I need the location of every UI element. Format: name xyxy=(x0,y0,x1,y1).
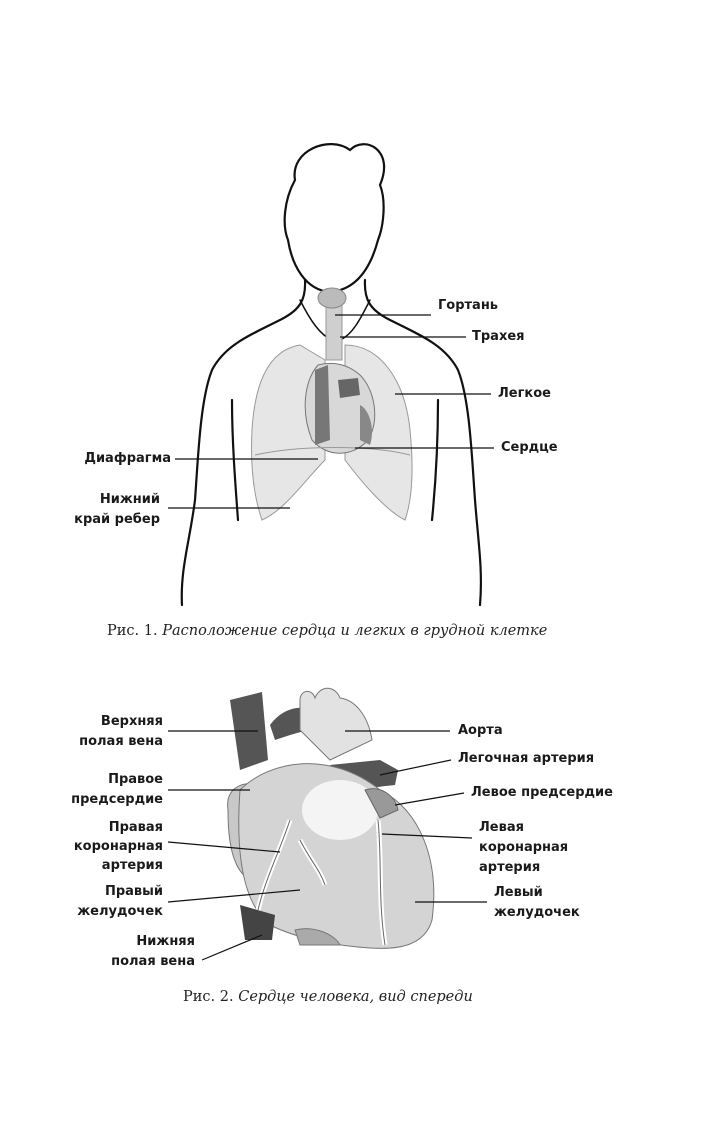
label-rv-line1: Правый xyxy=(104,884,163,899)
label-ivc: Нижняя полая вена xyxy=(111,932,195,972)
label-ivc-line1: Нижняя xyxy=(136,934,195,949)
label-lv-line1: Левый xyxy=(494,885,543,900)
label-right-coronary-artery: Правая коронарная артерия xyxy=(74,818,163,875)
caption-text: Сердце человека, вид спереди xyxy=(238,989,473,1005)
label-lca-line2: коронарная xyxy=(479,840,569,855)
label-ivc-line2: полая вена xyxy=(111,954,195,969)
label-ra-line2: предсердие xyxy=(71,792,163,807)
label-lca-line3: артерия xyxy=(479,860,541,875)
label-svc-line2: полая вена xyxy=(79,734,163,749)
label-left-ventricle: Левый желудочек xyxy=(494,883,580,923)
label-svc-line1: Верхняя xyxy=(100,714,163,729)
label-ribs-line2: край ребер xyxy=(74,512,160,527)
caption-text: Расположение сердца и легких в грудной к… xyxy=(162,623,548,639)
label-larynx: Гортань xyxy=(438,298,499,313)
label-left-atrium: Левое предсердие xyxy=(471,785,613,800)
torso-illustration xyxy=(180,143,483,607)
label-right-ventricle: Правый желудочек xyxy=(77,882,163,922)
label-pulmonary-artery: Легочная артерия xyxy=(458,751,595,766)
label-diaphragm: Диафрагма xyxy=(84,451,171,466)
label-rca-line2: коронарная xyxy=(73,839,163,854)
label-rv-line2: желудочек xyxy=(77,904,163,919)
caption-prefix: Рис. 1. xyxy=(107,623,158,639)
label-rca-line3: артерия xyxy=(101,858,163,873)
label-trachea: Трахея xyxy=(472,329,525,344)
label-lca-line1: Левая xyxy=(479,820,524,835)
label-lung: Легкое xyxy=(498,386,551,401)
label-svc: Верхняя полая вена xyxy=(79,712,163,752)
label-ra-line1: Правое xyxy=(108,772,163,787)
caption-prefix: Рис. 2. xyxy=(183,989,234,1005)
label-ribs: Нижний край ребер xyxy=(74,490,160,530)
figure1-leader-lines xyxy=(168,314,494,509)
lungs-illustration xyxy=(251,287,413,521)
label-right-atrium: Правое предсердие xyxy=(71,770,163,810)
label-lv-line2: желудочек xyxy=(494,905,580,920)
label-left-coronary-artery: Левая коронарная артерия xyxy=(479,818,568,878)
label-rca-line1: Правая xyxy=(108,820,163,835)
label-aorta: Аорта xyxy=(458,723,503,738)
figure2-leader-lines xyxy=(167,730,487,961)
figure2-caption: Рис. 2. Сердце человека, вид спереди xyxy=(183,989,473,1005)
label-heart: Сердце xyxy=(501,440,558,455)
heart-illustration xyxy=(227,687,435,949)
figure1-caption: Рис. 1. Расположение сердца и легких в г… xyxy=(107,623,547,639)
label-ribs-line1: Нижний xyxy=(99,492,160,507)
